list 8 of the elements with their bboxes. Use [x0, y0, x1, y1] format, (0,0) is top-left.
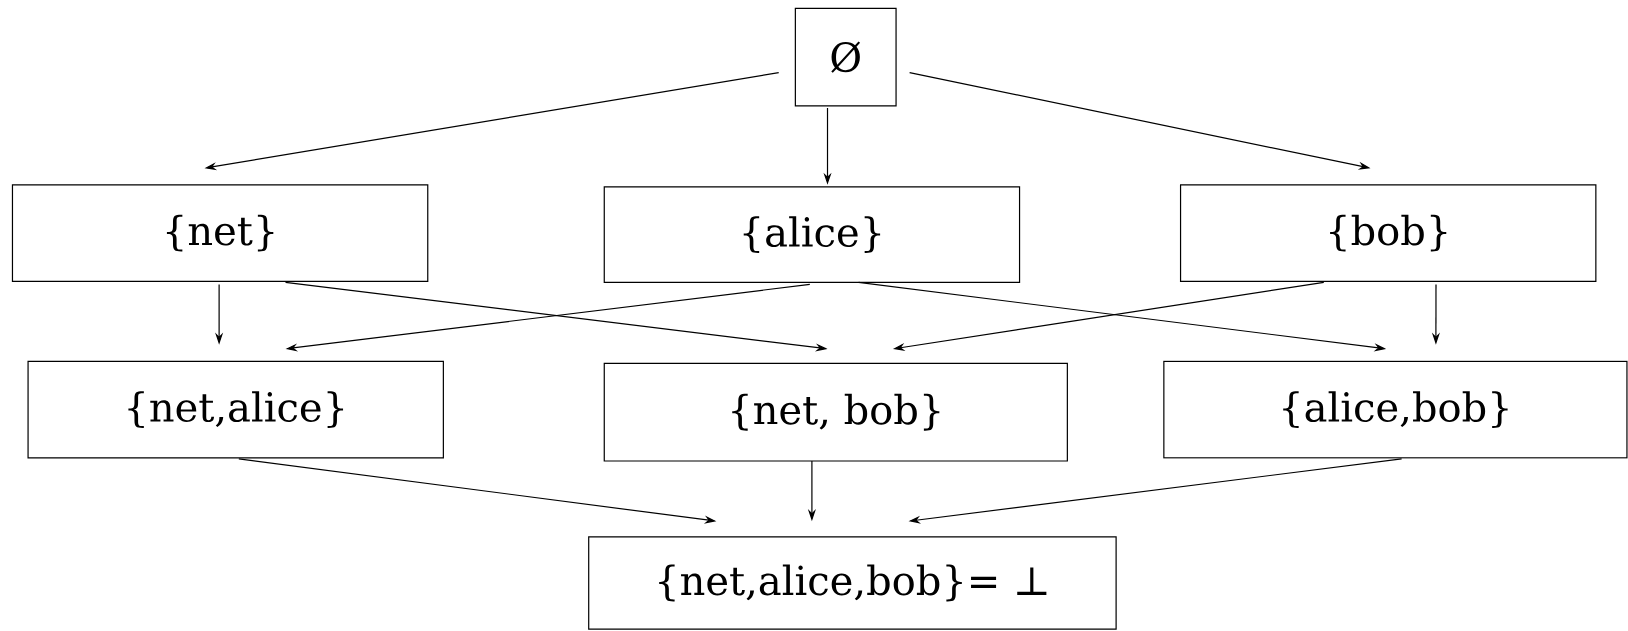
set-box: {net,alice} [27, 360, 444, 459]
set-box: {net, bob} [603, 362, 1068, 462]
set-box: {alice,bob} [1163, 360, 1628, 459]
set-box: Ø [794, 7, 897, 107]
set-box: {bob} [1179, 184, 1597, 282]
set-box: {alice} [603, 186, 1021, 283]
set-box: {net} [11, 184, 429, 282]
set-box: {net,alice,bob}= ⊥ [588, 536, 1117, 630]
